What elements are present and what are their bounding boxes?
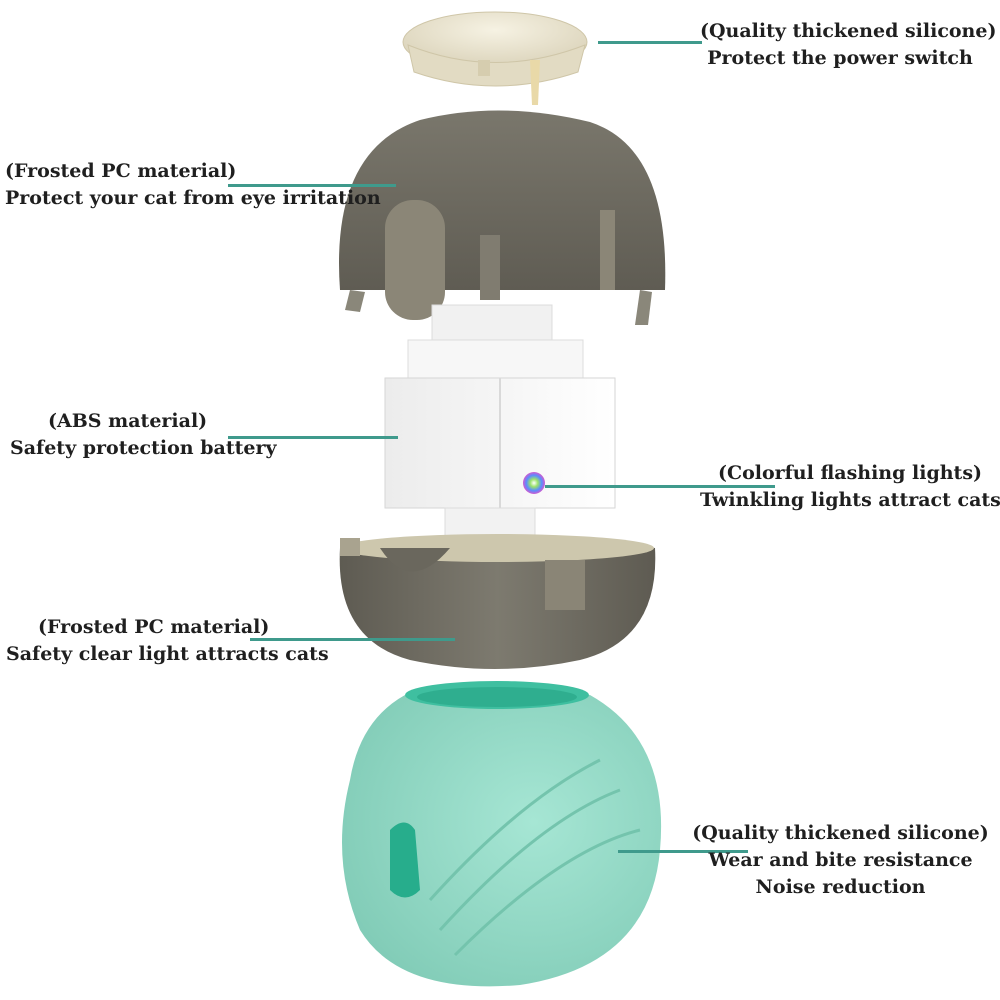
silicone-cover-leader-line — [618, 850, 748, 853]
silicone-cover-part — [342, 681, 662, 987]
silicone-cover-benefit-text: Wear and bite resistance — [708, 849, 973, 871]
cap-benefit-text: Protect the power switch — [707, 47, 973, 69]
battery-benefit-text: Safety protection battery — [10, 437, 277, 459]
bottom-frosted-shell-part — [339, 534, 656, 669]
bottom-shell-material-text: (Frosted PC material) — [38, 616, 270, 638]
silicone-cover-callout: (Quality thickened silicone) Wear and bi… — [688, 820, 993, 901]
silicone-cap-part — [402, 11, 588, 105]
cap-callout: (Quality thickened silicone) Protect the… — [700, 18, 997, 72]
lights-material-text: (Colorful flashing lights) — [717, 462, 983, 484]
top-frosted-shell-part — [339, 110, 666, 325]
bottom-shell-leader-line — [250, 638, 455, 641]
top-shell-callout: (Frosted PC material) Protect your cat f… — [5, 158, 381, 212]
top-shell-benefit-text: Protect your cat from eye irritation — [5, 187, 381, 209]
top-shell-material-text: (Frosted PC material) — [5, 160, 237, 182]
lights-callout: (Colorful flashing lights) Twinkling lig… — [700, 460, 1000, 514]
battery-housing-part — [384, 304, 616, 560]
silicone-cover-material-text: (Quality thickened silicone) — [692, 822, 989, 844]
led-light-icon — [523, 472, 545, 494]
battery-callout: (ABS material) Safety protection battery — [10, 408, 277, 462]
bottom-shell-benefit-text: Safety clear light attracts cats — [6, 643, 329, 665]
battery-leader-line — [228, 436, 398, 439]
lights-benefit-text: Twinkling lights attract cats — [700, 489, 1000, 511]
cap-leader-line — [598, 41, 702, 44]
bottom-shell-callout: (Frosted PC material) Safety clear light… — [6, 614, 329, 668]
battery-material-text: (ABS material) — [48, 410, 208, 432]
top-shell-leader-line — [228, 184, 396, 187]
lights-leader-line — [545, 485, 775, 488]
silicone-cover-benefit2-text: Noise reduction — [755, 876, 926, 898]
cap-material-text: (Quality thickened silicone) — [700, 20, 997, 42]
